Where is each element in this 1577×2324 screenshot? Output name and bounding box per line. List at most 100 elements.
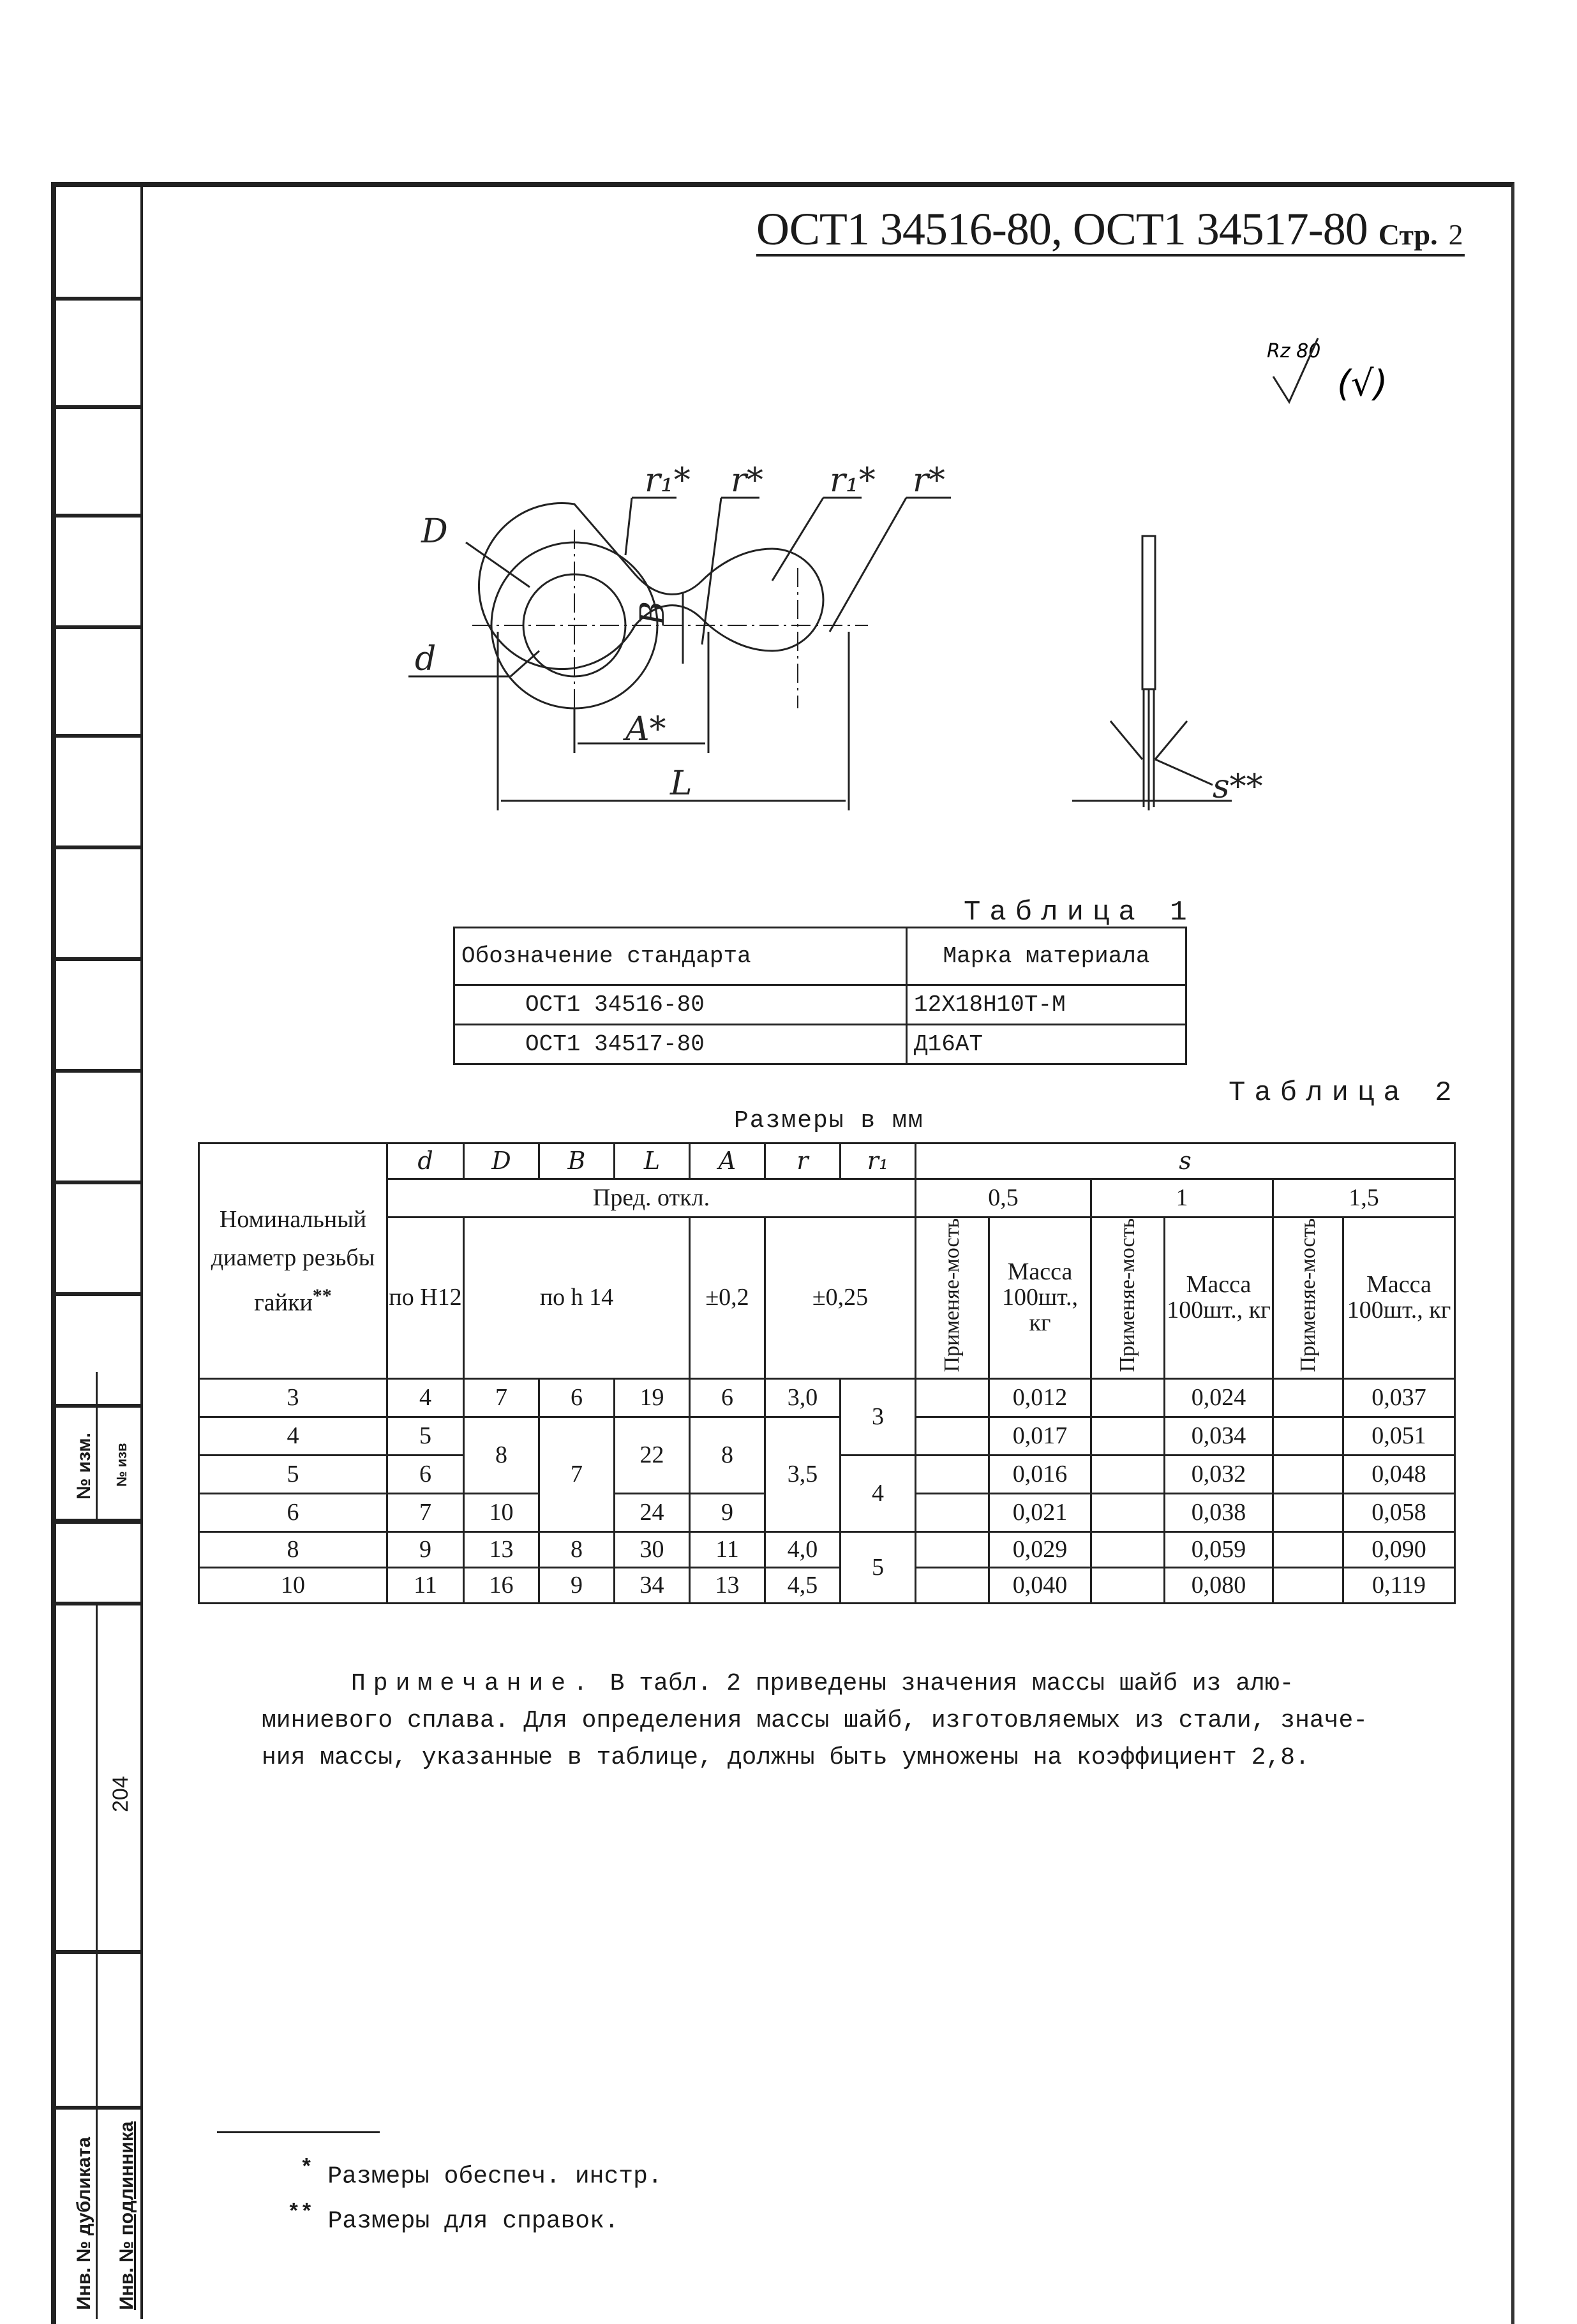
note-text-3: ния массы, указанные в таблице, должны б… [262, 1744, 1310, 1771]
applicability-label: Применяе-мость [1296, 1218, 1320, 1373]
page-label: Стр. [1378, 218, 1438, 251]
cell-B: 9 [538, 1567, 615, 1605]
cell-r1: 4 [839, 1454, 916, 1533]
s-1: 1 [1090, 1178, 1274, 1218]
footnote-1: * Размеры обеспеч. инстр. [300, 2157, 662, 2191]
cell-appl [915, 1378, 990, 1419]
washer-contour [478, 502, 825, 671]
cell-d: 5 [386, 1416, 465, 1457]
cell-d: 9 [386, 1531, 465, 1569]
strip-label-izv: № изв [114, 1443, 130, 1487]
cell-B: 7 [538, 1416, 615, 1533]
cell-mass: 0,024 [1163, 1378, 1274, 1419]
left-margin-strip [51, 182, 143, 2319]
cell-r: 4,5 [764, 1567, 841, 1605]
cell-appl [915, 1531, 990, 1569]
strip-cell [51, 182, 140, 301]
table1-header-standard: Обозначение стандарта [452, 927, 908, 986]
col-d: d [386, 1142, 465, 1180]
cell-r: 3,5 [764, 1416, 841, 1533]
document-header: ОСТ1 34516-80, ОСТ1 34517-80 Стр. 2 [756, 203, 1463, 256]
cell-mass: 0,032 [1163, 1454, 1274, 1495]
cell-r1: 3 [839, 1378, 916, 1457]
strip-cell [51, 957, 140, 1073]
label-d: d [415, 640, 436, 678]
mass-05: Масса 100шт., кг [988, 1216, 1092, 1380]
strip-cell [51, 405, 140, 518]
cell-D: 13 [463, 1531, 540, 1569]
cell-mass: 0,029 [988, 1531, 1092, 1569]
tol-d: по H12 [386, 1216, 465, 1380]
cell-nom: 6 [198, 1493, 388, 1533]
cell-d: 6 [386, 1454, 465, 1495]
cell-nom: 3 [198, 1378, 388, 1419]
cell-mass: 0,016 [988, 1454, 1092, 1495]
footnote-1-text: Размеры обеспеч. инстр. [327, 2163, 662, 2191]
footnote-1-mark: * [300, 2157, 313, 2181]
cell-appl [1090, 1531, 1165, 1569]
cell-appl [1272, 1416, 1344, 1457]
cell-L: 19 [613, 1378, 691, 1419]
row-header-mark: ** [312, 1285, 332, 1306]
cell-nom: 10 [198, 1567, 388, 1605]
roughness-general: (√) [1337, 363, 1387, 405]
note-label: Примечание. [351, 1670, 595, 1697]
cell-appl [915, 1493, 990, 1533]
page-frame [51, 182, 1514, 2324]
note-text-2: миниевого сплава. Для определения массы … [262, 1707, 1368, 1734]
cell-mass: 0,034 [1163, 1416, 1274, 1457]
label-D: D [421, 512, 448, 551]
applicability-05: Применяе-мость [915, 1216, 990, 1380]
label-L: L [669, 764, 692, 803]
col-r: r [764, 1142, 841, 1180]
strip-cell [51, 1069, 140, 1184]
s-1-5: 1,5 [1271, 1178, 1456, 1218]
cell-appl [915, 1567, 990, 1605]
cell-mass: 0,037 [1342, 1378, 1456, 1419]
strip-divider [96, 1372, 98, 1519]
cell-mass: 0,058 [1342, 1493, 1456, 1533]
label-r-b: r* [913, 461, 945, 500]
table1-cell: Д16АТ [906, 1024, 1187, 1065]
strip-cell [51, 1404, 140, 1524]
strip-number: 204 [108, 1776, 133, 1812]
strip-cell [51, 1181, 140, 1296]
cell-r: 4,0 [764, 1531, 841, 1569]
label-r-a: r* [731, 461, 763, 500]
applicability-15: Применяе-мость [1272, 1216, 1344, 1380]
cell-appl [915, 1416, 990, 1457]
cell-A: 9 [689, 1493, 766, 1533]
header-underline [756, 254, 1465, 257]
cell-A: 8 [689, 1416, 766, 1495]
note-text-1: В табл. 2 приведены значения массы шайб … [609, 1670, 1294, 1697]
table1-cell: ОСТ1 34517-80 [452, 1024, 908, 1065]
label-A: A* [623, 710, 666, 749]
label-r1-b: r₁* [830, 461, 876, 500]
table2: Номинальный диаметр резьбы гайки** d D B… [198, 1142, 1456, 1605]
cell-L: 30 [613, 1531, 691, 1569]
label-r1-a: r₁* [645, 461, 691, 500]
cell-appl [1272, 1531, 1344, 1569]
page-number: 2 [1448, 218, 1463, 251]
cell-mass: 0,048 [1342, 1454, 1456, 1495]
cell-D: 7 [463, 1378, 540, 1419]
cell-B: 8 [538, 1531, 615, 1569]
cell-mass: 0,021 [988, 1493, 1092, 1533]
tolerance-label: Пред. откл. [386, 1178, 916, 1218]
cell-appl [1090, 1416, 1165, 1457]
tol-r: ±0,25 [764, 1216, 916, 1380]
cell-appl [1272, 1493, 1344, 1533]
cell-mass: 0,080 [1163, 1567, 1274, 1605]
col-L: L [613, 1142, 691, 1180]
row-header-text: Номинальный диаметр резьбы гайки [211, 1205, 375, 1316]
label-s: s** [1213, 768, 1263, 806]
cell-appl [1090, 1378, 1165, 1419]
strip-cell [51, 845, 140, 961]
cell-A: 11 [689, 1531, 766, 1569]
table2-units: Размеры в мм [734, 1107, 924, 1135]
strip-cell [51, 297, 140, 409]
roughness-symbol: Rz 80 (√) [1267, 332, 1433, 417]
applicability-label: Применяе-мость [940, 1218, 964, 1373]
col-B: B [538, 1142, 615, 1180]
cell-A: 6 [689, 1378, 766, 1419]
